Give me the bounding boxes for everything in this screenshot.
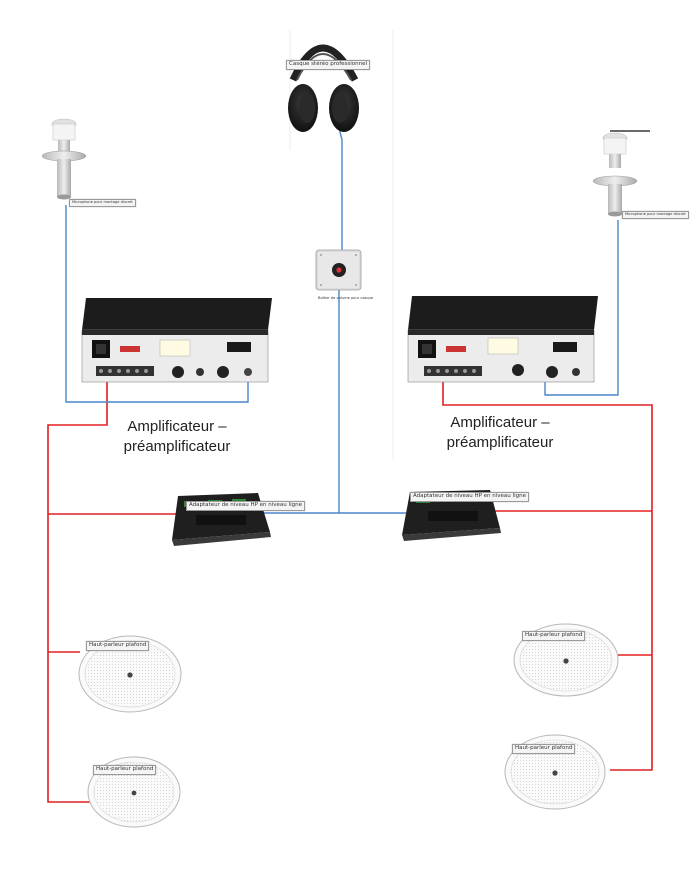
label-speaker-left-bottom: Haut-parleur plafond: [93, 765, 157, 775]
label-speaker-right-top: Haut-parleur plafond: [522, 631, 586, 641]
amplifier-right-caption-line2: préamplificateur: [446, 434, 554, 451]
label-speaker-left-top: Haut-parleur plafond: [86, 641, 150, 651]
amplifier-left-caption-line2: préamplificateur: [123, 438, 231, 455]
amplifier-right: [407, 296, 598, 383]
amplifier-left: [81, 298, 272, 383]
microphone-left: [41, 118, 87, 200]
label-adapter-left: Adaptateur de niveau HP en niveau ligne: [186, 501, 305, 511]
ceiling-speaker-right-bottom: [504, 734, 606, 810]
label-adapter-right: Adaptateur de niveau HP en niveau ligne: [410, 492, 529, 502]
volume-box: [315, 249, 362, 291]
ceiling-speaker-left-bottom: [87, 756, 181, 828]
panel-dividers: [289, 30, 394, 460]
ceiling-speaker-right-top: [513, 623, 619, 697]
label-microphone-left: Microphone pour montage discret: [69, 199, 136, 207]
label-speaker-right-bottom: Haut-parleur plafond: [512, 744, 576, 754]
amplifier-left-caption-line1: Amplificateur –: [127, 418, 227, 435]
speaker-wiring: [47, 378, 653, 803]
label-headphones: Casque stéréo professionnel: [286, 60, 371, 70]
amplifier-right-caption-line1: Amplificateur –: [450, 414, 550, 431]
amplifier-right-caption: Amplificateur – préamplificateur: [435, 413, 565, 453]
microphone-right: [592, 132, 638, 217]
label-volume-box: Boîtier de volume pour casque: [318, 296, 374, 300]
label-microphone-right: Microphone pour montage discret: [622, 211, 689, 219]
ceiling-speaker-left-top: [78, 635, 182, 713]
amplifier-left-caption: Amplificateur – préamplificateur: [112, 417, 242, 457]
